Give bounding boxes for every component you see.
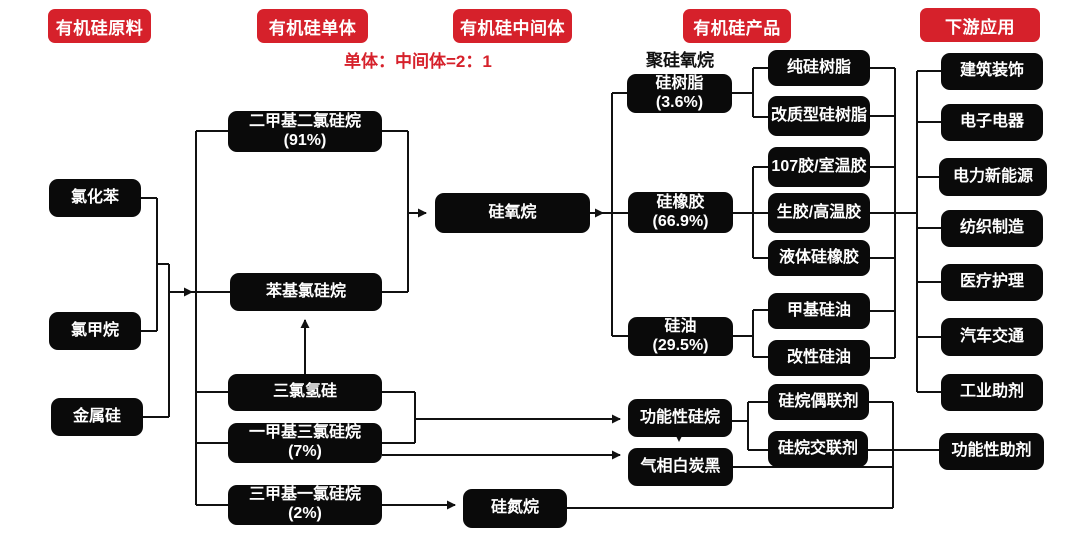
- node-chlorobenzene: 氯化苯: [49, 179, 141, 217]
- node-auto-transport: 汽车交通: [941, 318, 1043, 356]
- edge-additive-bus: [733, 401, 939, 508]
- header-raw-materials: 有机硅原料: [48, 9, 151, 43]
- edge-monomer-bracket: [382, 130, 409, 293]
- node-trichlorosilane: 三氯氢硅: [228, 374, 382, 411]
- node-fumed-silica: 气相白炭黑: [628, 448, 733, 486]
- node-phenyl-chlorosilane: 苯基氯硅烷: [230, 273, 382, 311]
- ratio-annotation: 单体：中间体=2：1: [344, 52, 492, 71]
- node-textile: 纺织制造: [941, 210, 1043, 247]
- edge-silane-input-bracket: [382, 391, 416, 444]
- edge-rubber-bracket: [733, 166, 768, 259]
- node-methyl-trichlorosilane: 一甲基三氯硅烷 (7%): [228, 423, 382, 463]
- node-methyl-silicone-oil: 甲基硅油: [768, 293, 870, 329]
- edge-monomer-bus: [195, 130, 228, 506]
- node-functional-silane: 功能性硅烷: [628, 399, 732, 437]
- node-siloxane: 硅氧烷: [435, 193, 590, 233]
- node-silicone-oil: 硅油 (29.5%): [628, 317, 733, 356]
- edge-subtype-bus: [868, 67, 896, 359]
- node-modified-silicone-oil: 改性硅油: [768, 340, 870, 376]
- node-raw-gum-htv: 生胶/高温胶: [768, 193, 870, 233]
- node-silicone-resin: 硅树脂 (3.6%): [627, 74, 732, 113]
- node-107-glue: 107胶/室温胶: [768, 147, 870, 187]
- node-liquid-silicone-rubber: 液体硅橡胶: [768, 240, 870, 276]
- node-construction: 建筑装饰: [941, 53, 1043, 90]
- node-functional-additives: 功能性助剂: [939, 433, 1044, 470]
- header-intermediates: 有机硅中间体: [453, 9, 572, 43]
- node-dimethyl-dichlorosilane: 二甲基二氯硅烷 (91%): [228, 111, 382, 152]
- node-silane-crosslinking-agent: 硅烷交联剂: [768, 431, 868, 467]
- node-pure-silicone-resin: 纯硅树脂: [768, 50, 870, 86]
- polysiloxane-label: 聚硅氧烷: [646, 51, 714, 70]
- node-silicone-rubber: 硅橡胶 (66.9%): [628, 192, 733, 233]
- header-products: 有机硅产品: [683, 9, 791, 43]
- node-electronics: 电子电器: [941, 104, 1043, 141]
- node-power-new-energy: 电力新能源: [939, 158, 1047, 196]
- edge-rawmaterials-merge: [140, 197, 170, 418]
- node-industrial-additives: 工业助剂: [941, 374, 1043, 411]
- node-silazane: 硅氮烷: [463, 489, 567, 528]
- edge-downstream-bus: [895, 70, 941, 393]
- node-chloromethane: 氯甲烷: [49, 312, 141, 350]
- node-medical-care: 医疗护理: [941, 264, 1043, 301]
- header-monomers: 有机硅单体: [257, 9, 368, 43]
- node-metal-silicon: 金属硅: [51, 398, 143, 436]
- edge-oil-bracket: [733, 309, 768, 358]
- node-trimethyl-chlorosilane: 三甲基一氯硅烷 (2%): [228, 485, 382, 525]
- edge-functional-bracket: [732, 401, 768, 451]
- node-silane-coupling-agent: 硅烷偶联剂: [768, 384, 869, 420]
- node-modified-silicone-resin: 改质型硅树脂: [768, 96, 870, 136]
- edge-resin-bracket: [732, 67, 768, 118]
- header-downstream: 下游应用: [920, 8, 1040, 42]
